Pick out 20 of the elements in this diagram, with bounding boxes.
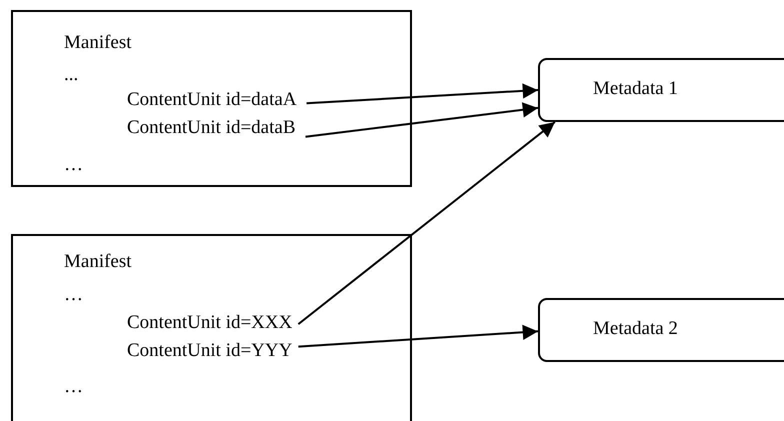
manifest-heading: Manifest: [64, 251, 132, 273]
arrow: [298, 121, 556, 325]
ellipsis-text: ...: [64, 64, 78, 86]
content-unit-text: ContentUnit id=XXX: [127, 312, 292, 334]
metadata-box: [538, 58, 784, 122]
metadata-box: [538, 298, 784, 362]
manifest-box: [11, 10, 412, 187]
metadata-label: Metadata 1: [593, 78, 678, 100]
arrow: [305, 102, 538, 138]
content-unit-text: ContentUnit id=YYY: [127, 340, 292, 362]
arrow: [306, 83, 538, 104]
content-unit-text: ContentUnit id=dataA: [127, 89, 297, 111]
ellipsis-text: …: [64, 376, 83, 398]
ellipsis-text: …: [64, 284, 83, 306]
metadata-label: Metadata 2: [593, 318, 678, 340]
manifest-box: [11, 234, 412, 421]
manifest-heading: Manifest: [64, 32, 132, 54]
arrow: [298, 324, 538, 348]
ellipsis-text: …: [64, 154, 83, 176]
content-unit-text: ContentUnit id=dataB: [127, 117, 296, 139]
